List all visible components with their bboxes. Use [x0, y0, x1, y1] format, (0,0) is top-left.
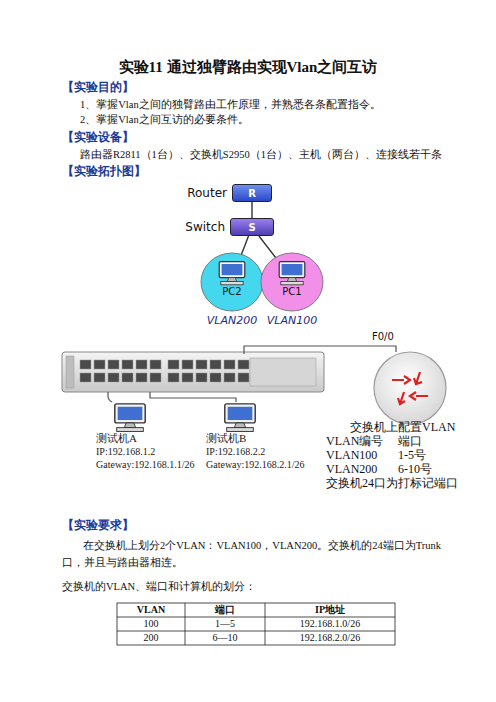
- table-cell: 端口: [185, 604, 265, 617]
- config-note: 6-10号: [398, 462, 432, 477]
- switch-port: [238, 373, 249, 382]
- host-name: 测试机B: [206, 432, 305, 445]
- host-name: 测试机A: [96, 432, 195, 445]
- switch-port: [108, 373, 119, 382]
- vlan-label: VLAN100: [250, 314, 334, 327]
- router-symbol: [374, 352, 446, 424]
- table-cell: 100: [117, 618, 185, 631]
- switch-port: [108, 360, 119, 369]
- vlan-label: VLAN200: [190, 314, 274, 327]
- switch-port: [196, 373, 207, 382]
- switch-port: [94, 360, 105, 369]
- switch-port: [94, 373, 105, 382]
- body-text: 在交换机上划分2个VLAN：VLAN100，VLAN200。交换机的24端口为T…: [62, 538, 442, 572]
- config-note: VLAN200: [326, 462, 377, 477]
- topology-frame: [188, 178, 324, 330]
- switch-port: [122, 360, 133, 369]
- table-grid: [117, 603, 395, 645]
- device-name: Switch: [185, 220, 225, 234]
- section-heading: 【实验要求】: [62, 518, 134, 533]
- vlan-region: VLAN100PC1: [260, 252, 324, 312]
- config-note: 端口: [398, 434, 422, 449]
- trunk-wire: [244, 346, 396, 354]
- switch-port: [196, 360, 207, 369]
- switch-icon: SwitchS: [230, 218, 274, 236]
- icon-holder: [220, 402, 260, 432]
- list-item: 2、掌握Vlan之间互访的必要条件。: [80, 113, 249, 126]
- switch-port: [80, 360, 91, 369]
- table-cell: VLAN: [117, 604, 185, 617]
- list-item: 1、掌握Vlan之间的独臂路由工作原理，并熟悉各条配置指令。: [80, 98, 381, 111]
- config-note: VLAN100: [326, 448, 377, 463]
- table-cell: 1—5: [185, 618, 265, 631]
- host-address: Gateway:192.168.1.1/26: [96, 458, 195, 471]
- device-name: Router: [187, 186, 227, 200]
- page-title: 实验11 通过独臂路由实现Vlan之间互访: [48, 58, 448, 77]
- port-label: F0/0: [372, 331, 394, 344]
- switch-port: [136, 373, 147, 382]
- host-address: IP:192.168.1.2: [96, 445, 195, 458]
- pc-node: PC2: [214, 260, 250, 298]
- table-cell: 200: [117, 632, 185, 645]
- table-cell: 6—10: [185, 632, 265, 645]
- switch-port: [224, 373, 235, 382]
- switch-port: [136, 360, 147, 369]
- switch-port: [80, 373, 91, 382]
- table-cell: 192.168.2.0/26: [265, 632, 395, 645]
- section-heading: 【实验目的】: [62, 80, 134, 95]
- switch-port: [150, 360, 161, 369]
- body-text: 路由器R2811（1台）、交换机S2950（1台）、主机（两台）、连接线若干条: [80, 148, 442, 161]
- computer-icon: [111, 402, 149, 432]
- device-letter: R: [248, 188, 256, 199]
- switch-port: [122, 373, 133, 382]
- switch-photo: [62, 352, 324, 392]
- router-icon: RouterR: [232, 184, 272, 202]
- host-address: IP:192.168.2.2: [206, 445, 305, 458]
- switch-port: [182, 360, 193, 369]
- switch-port: [224, 360, 235, 369]
- table-cell: IP地址: [265, 604, 395, 617]
- computer-icon: [216, 260, 248, 286]
- device-letter: S: [248, 222, 255, 233]
- section-heading: 【实验拓扑图】: [62, 164, 146, 179]
- switch-port: [182, 373, 193, 382]
- switch-port: [210, 373, 221, 382]
- test-host: 测试机AIP:192.168.1.2Gateway:192.168.1.1/26: [96, 402, 195, 471]
- computer-icon: [221, 402, 259, 432]
- body-text: 交换机的VLAN、端口和计算机的划分：: [62, 580, 256, 593]
- section-heading: 【实验设备】: [62, 130, 134, 145]
- access-wire: [150, 392, 236, 402]
- switch-port: [168, 373, 179, 382]
- host-address: Gateway:192.168.2.1/26: [206, 458, 305, 471]
- switch-port: [168, 360, 179, 369]
- connector: [259, 236, 278, 260]
- vlan-region: VLAN200PC2: [200, 252, 264, 312]
- config-note: 交换机上配置VLAN: [350, 420, 455, 435]
- table-cell: 192.168.1.0/26: [265, 618, 395, 631]
- test-host: 测试机BIP:192.168.2.2Gateway:192.168.2.1/26: [206, 402, 305, 471]
- icon-holder: [110, 402, 150, 432]
- config-note: 交换机24口为打标记端口: [326, 476, 458, 491]
- pc-name: PC2: [214, 286, 250, 298]
- access-wire: [108, 392, 112, 402]
- pc-name: PC1: [274, 286, 310, 298]
- switch-port: [150, 373, 161, 382]
- pc-node: PC1: [274, 260, 310, 298]
- switch-port: [238, 360, 249, 369]
- config-note: VLAN编号: [326, 434, 383, 449]
- computer-icon: [276, 260, 308, 286]
- connector: [251, 202, 252, 218]
- switch-port: [210, 360, 221, 369]
- config-note: 1-5号: [398, 448, 426, 463]
